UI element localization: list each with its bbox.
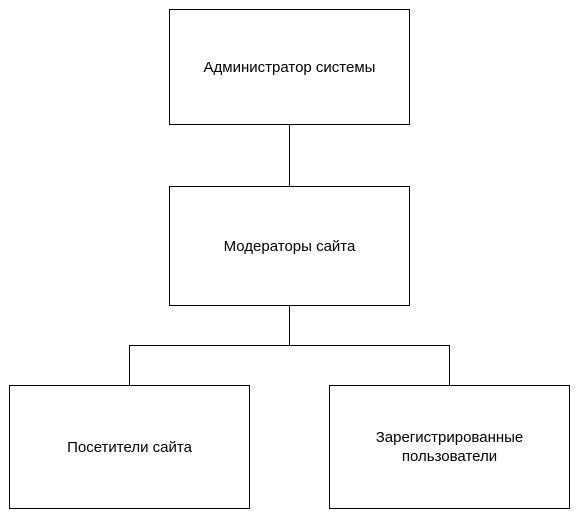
node-moderators: Модераторы сайта [169, 186, 410, 306]
node-moderators-label: Модераторы сайта [223, 237, 356, 255]
node-registered: Зарегистрированные пользователи [329, 385, 570, 509]
node-admin: Администратор системы [169, 9, 410, 125]
node-visitors: Посетители сайта [9, 385, 250, 509]
node-registered-label: Зарегистрированные пользователи [375, 429, 524, 465]
node-visitors-label: Посетители сайта [67, 438, 192, 456]
node-admin-label: Администратор системы [203, 58, 376, 76]
